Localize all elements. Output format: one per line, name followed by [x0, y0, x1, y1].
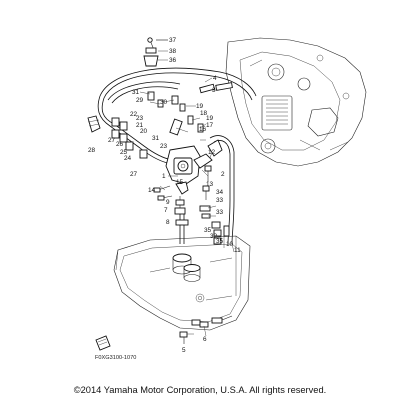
callout-23b: 23: [160, 143, 168, 150]
callout-34: 34: [216, 189, 224, 196]
callout-29: 29: [136, 97, 144, 104]
figure-reference: F0XG3100-1070: [95, 355, 136, 361]
callout-27: 27: [108, 137, 116, 144]
callout-5: 5: [182, 347, 186, 354]
callout-10: 10: [226, 241, 234, 248]
callout-2: 2: [221, 171, 225, 178]
callout-23: 23: [136, 115, 144, 122]
callout-38: 38: [169, 48, 177, 55]
bolts-center: [153, 165, 212, 219]
callout-27b: 27: [130, 171, 138, 178]
callout-31: 31: [132, 89, 140, 96]
callout-8: 8: [166, 219, 170, 226]
callout-13: 13: [206, 181, 214, 188]
callout-35: 35: [204, 227, 212, 234]
leader-lines: [139, 39, 235, 337]
callout-30: 30: [160, 99, 168, 106]
hose-clamps-left: [87, 115, 148, 159]
callout-3: 3: [212, 87, 216, 94]
callout-32: 32: [210, 233, 218, 240]
callout-33: 33: [216, 197, 224, 204]
bottom-fittings: [179, 315, 233, 344]
callout-17: 17: [206, 122, 214, 129]
front-arrow-icon: [95, 335, 111, 351]
callout-15: 15: [176, 179, 184, 186]
callout-22: 22: [130, 111, 138, 118]
callout-19: 19: [196, 103, 204, 110]
callout-35b: 35: [216, 238, 224, 245]
fuel-hose-upper: [99, 67, 257, 104]
callout-28: 28: [88, 147, 96, 154]
callout-24: 24: [124, 155, 132, 162]
callout-14: 14: [148, 187, 156, 194]
return-fittings: [211, 221, 230, 245]
callout-18: 18: [200, 110, 208, 117]
engine-block: [225, 37, 367, 167]
callout-31b: 31: [152, 135, 160, 142]
callout-36: 36: [169, 57, 177, 64]
callout-26: 26: [116, 141, 124, 148]
fuel-pump-assembly: [165, 139, 223, 195]
callout-4: 4: [213, 75, 217, 82]
callout-9: 9: [166, 199, 170, 206]
callout-33b: 33: [216, 209, 224, 216]
fuel-tank: [113, 235, 251, 331]
hose-clamps-upper: [147, 82, 233, 136]
callout-25: 25: [120, 149, 128, 156]
callout-19b: 19: [206, 115, 214, 122]
callout-16: 16: [199, 126, 207, 133]
fuel-pickup-tube: [174, 196, 189, 244]
callout-labels: 37 38 36 4 3 31 29 30 19 18 19 17 16 22 …: [88, 37, 241, 354]
callout-37: 37: [169, 37, 177, 44]
callout-21: 21: [136, 122, 144, 129]
callout-7: 7: [164, 207, 168, 214]
top-fitting: [143, 37, 168, 67]
copyright-notice: ©2014 Yamaha Motor Corporation, U.S.A. A…: [73, 385, 327, 395]
callout-20: 20: [140, 128, 148, 135]
callout-1: 1: [162, 173, 166, 180]
callout-11: 11: [234, 247, 241, 254]
callout-6: 6: [203, 336, 207, 343]
callout-12: 12: [208, 149, 216, 156]
